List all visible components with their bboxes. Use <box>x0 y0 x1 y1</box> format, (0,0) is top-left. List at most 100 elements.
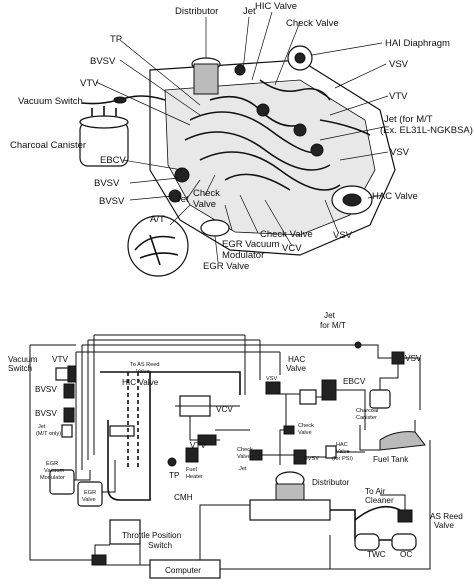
hac-valve-schematic <box>299 389 317 405</box>
label-hic-valve: HIC Valve <box>255 1 297 12</box>
hic-valve-body <box>109 425 135 437</box>
b-label-vtv: VTV <box>52 355 68 364</box>
intake-manifold-schematic <box>100 371 151 501</box>
label-vsv-3: VSV <box>333 230 353 241</box>
label-distributor: Distributor <box>175 6 218 17</box>
jet-mt-fitting <box>354 341 362 349</box>
b-label-hac-valve-b: Valve <box>286 364 306 373</box>
charcoal-canister-schematic <box>369 389 391 409</box>
label-at: A/T <box>150 214 165 225</box>
label-ebcv: EBCV <box>100 155 127 166</box>
b-label-bvsv-3: BVSV <box>304 456 319 462</box>
b-label-egr-mod-b: Vacuum <box>44 468 64 474</box>
label-jet-2: Jet <box>176 194 189 205</box>
b-label-check-valve-2b: Valve <box>237 454 251 460</box>
b-label-hac-psi-b: Valve <box>336 449 350 455</box>
b-label-jet: Jet <box>239 466 247 472</box>
label-tp: TP <box>110 34 122 45</box>
b-label-jet-for-mt-b: for M/T <box>320 321 346 330</box>
label-bvsv-2: BVSV <box>94 178 120 189</box>
label-check-valve-1-text: Check Valve <box>286 18 339 29</box>
label-check-valve-3: Check Valve <box>260 229 313 240</box>
check-valve-1-schematic <box>283 425 295 435</box>
label-jet-mt: Jet (for M/T <box>384 114 433 125</box>
egr-valve-schematic <box>77 481 103 507</box>
at-inset-drawing <box>127 204 191 277</box>
b-label-as-reed-a: AS Reed <box>430 512 463 521</box>
label-bvsv-1: BVSV <box>90 56 116 67</box>
b-label-charcoal-a: Charcoal <box>356 408 378 414</box>
b-label-hic-valve: HIC Valve <box>122 378 159 387</box>
vacuum-switch-schematic <box>55 367 69 381</box>
label-hai-diaphragm: HAI Diaphragm <box>385 38 450 49</box>
b-label-fuel-tank: Fuel Tank <box>373 455 409 464</box>
jet-mt-only-schematic <box>61 424 73 438</box>
b-label-egr-mod-c: Modulator <box>40 475 65 481</box>
b-label-check-valve-1b: Valve <box>298 430 312 436</box>
b-label-fuel-heater-a: Fuel <box>186 467 197 473</box>
b-label-check-valve-1a: Check <box>298 423 314 429</box>
vtv-2-schematic <box>197 434 217 446</box>
engine-illustration <box>79 45 396 277</box>
vsv-top-right <box>391 351 405 365</box>
label-check-valve-2b: Valve <box>193 199 216 210</box>
label-vsv-2: VSV <box>390 147 410 158</box>
fuel-heater-schematic <box>185 447 199 463</box>
b-label-hac-valve-a: HAC <box>288 355 305 364</box>
label-vcv: VCV <box>282 243 302 254</box>
b-label-fuel-heater-b: Heater <box>186 474 203 480</box>
b-label-vtv-2: VTV <box>190 441 206 450</box>
bvsv-2-schematic <box>63 407 75 423</box>
label-jet-mt-2: (Ex. EL31L-NGKBSA) <box>380 125 473 136</box>
bvsv-1-schematic <box>63 383 75 399</box>
b-label-jet-mt-only-a: Jet <box>38 424 46 430</box>
b-label-egr-valve-a: EGR <box>84 490 96 496</box>
label-egr-valve: EGR Valve <box>203 261 249 272</box>
egr-modulator-schematic <box>49 469 75 495</box>
engine-schematic <box>249 499 331 521</box>
vacuum-schematic <box>29 334 431 579</box>
oc-schematic <box>391 533 417 551</box>
label-bvsv-3: BVSV <box>99 196 125 207</box>
b-label-to-as-reed-a: To AS Reed <box>130 362 160 368</box>
ebcv-schematic <box>321 379 337 401</box>
b-label-tps-a: Throttle Position <box>122 531 182 540</box>
label-hac-valve: HAC Valve <box>372 191 418 202</box>
fuel-tank-schematic <box>379 431 426 451</box>
b-label-twc: TWC <box>367 550 386 559</box>
b-label-distributor: Distributor <box>312 478 350 487</box>
b-label-tps-b: Switch <box>148 541 173 550</box>
b-label-vsv-1: VSV <box>405 354 422 363</box>
b-label-charcoal-b: Canister <box>356 415 377 421</box>
label-vsv-1: VSV <box>389 59 409 70</box>
label-egr-vacuum-modulator-a: EGR Vacuum <box>222 239 279 250</box>
b-label-vcv: VCV <box>216 405 233 414</box>
throttle-body-schematic <box>109 519 141 545</box>
engine-block-drawing <box>81 45 396 256</box>
b-label-jet-mt-only-b: (M/T only) <box>36 431 61 437</box>
b-label-bvsv-2: BVSV <box>35 409 57 418</box>
b-label-egr-mod-a: EGR <box>46 461 58 467</box>
b-label-vacuum-a: Vacuum <box>8 355 38 364</box>
label-vacuum-switch: Vacuum Switch <box>18 96 83 107</box>
b-label-bvsv-1: BVSV <box>35 385 57 394</box>
b-label-hac-psi-a: HAC <box>336 442 348 448</box>
label-vtv-2: VTV <box>389 91 408 102</box>
b-label-jet-for-mt-a: Jet <box>324 311 336 320</box>
b-label-vacuum-b: Switch <box>8 364 33 373</box>
as-reed-valve-schematic <box>397 509 413 523</box>
b-label-tp: TP <box>169 471 180 480</box>
label-check-valve-2a: Check <box>193 188 220 199</box>
b-label-computer: Computer <box>165 566 201 575</box>
label-jet: Jet <box>243 6 256 17</box>
b-label-as-reed-b: Valve <box>434 521 454 530</box>
bottom-labels: Jet for M/T Vacuum Switch VTV To AS Reed… <box>8 311 463 575</box>
b-label-vsv-2: VSV <box>266 376 277 382</box>
b-label-to-as-reed-b: Valve <box>136 369 150 375</box>
b-label-to-air-b: Cleaner <box>365 496 394 505</box>
b-label-hac-psi-c: (for PSI) <box>332 456 353 462</box>
twc-schematic <box>354 533 380 551</box>
label-vtv: VTV <box>80 78 99 89</box>
b-label-egr-valve-b: Valve <box>82 497 96 503</box>
b-label-to-air-a: To Air <box>365 487 386 496</box>
